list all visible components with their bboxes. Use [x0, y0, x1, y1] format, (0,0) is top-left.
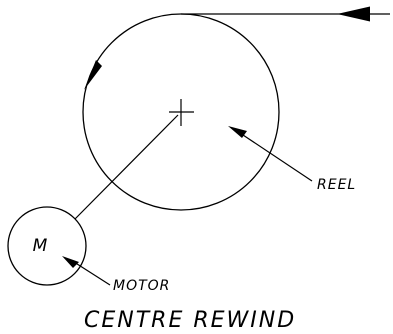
reel-circle	[82, 13, 280, 211]
diagram-title: CENTRE REWIND	[84, 308, 296, 333]
reel-label: REEL	[317, 177, 356, 193]
motor-leader-arrowhead	[62, 256, 79, 268]
reel-leader-line	[239, 132, 313, 182]
motor-label: MOTOR	[113, 278, 170, 294]
motor-symbol: M	[33, 236, 48, 256]
reel-leader-arrowhead	[228, 126, 247, 138]
motor-circle	[7, 206, 87, 286]
drive-shaft-line	[74, 114, 179, 220]
web-direction-arrow	[337, 6, 370, 22]
motor-leader-line	[73, 261, 111, 286]
rotation-arrow	[84, 60, 102, 90]
